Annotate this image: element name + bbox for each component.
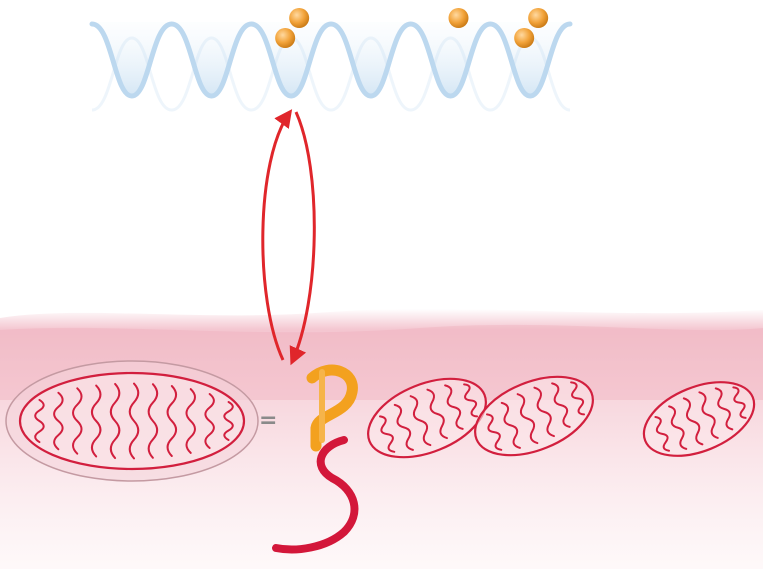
energy-landscape (92, 8, 570, 110)
well-curve (92, 24, 570, 96)
well-fill (92, 22, 570, 96)
particle-ball (289, 8, 309, 28)
particle-ball (528, 8, 548, 28)
well-reflection (92, 38, 570, 110)
particle-ball (275, 28, 295, 48)
particle-ball (514, 28, 534, 48)
mitochondrion-source (6, 361, 258, 481)
particle-ball (449, 8, 469, 28)
equals-symbol: = (259, 408, 276, 433)
